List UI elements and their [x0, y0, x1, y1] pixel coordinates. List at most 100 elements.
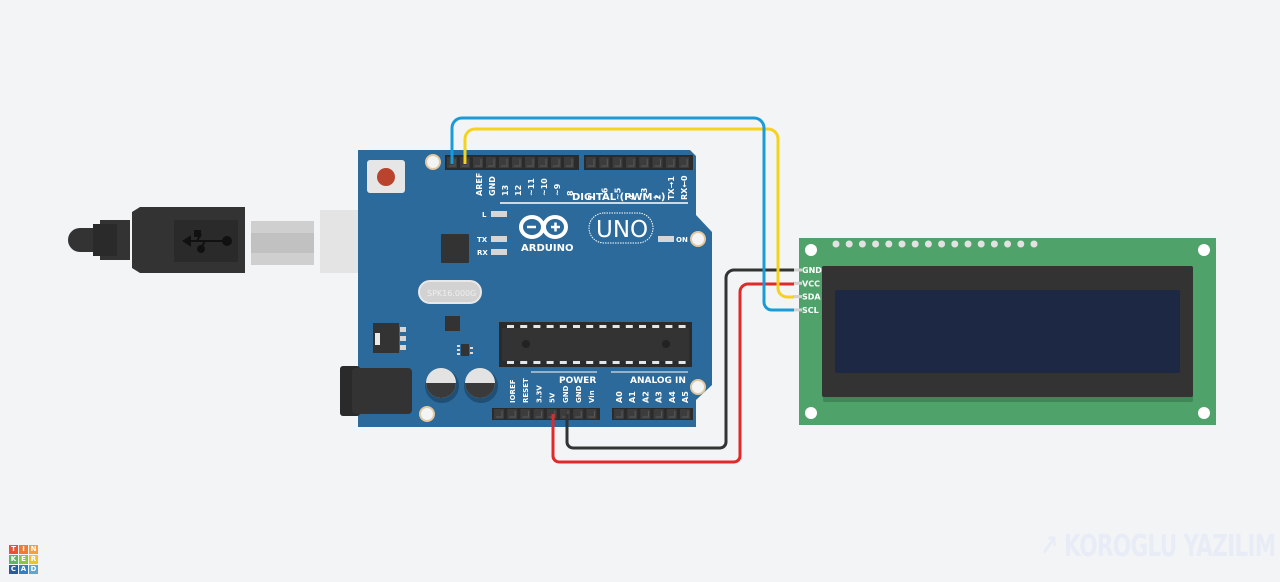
capacitor — [464, 368, 498, 403]
header-socket[interactable] — [666, 409, 677, 419]
header-socket[interactable] — [520, 409, 531, 419]
atmega328-chip — [499, 322, 692, 367]
lcd-pad — [964, 240, 972, 248]
logo-letter: N — [29, 545, 38, 554]
lcd-pin[interactable] — [793, 295, 802, 299]
pin-label: A3 — [655, 391, 664, 403]
header-socket[interactable] — [564, 157, 574, 168]
arduino-brand-text: ARDUINO — [521, 243, 573, 254]
mounting-hole — [690, 379, 706, 395]
mounting-hole — [1198, 244, 1210, 256]
lcd-pad — [924, 240, 932, 248]
lcd-pad — [1030, 240, 1038, 248]
header-socket[interactable] — [586, 157, 596, 168]
usb-cable[interactable] — [68, 207, 408, 273]
pin-label: A0 — [615, 391, 624, 403]
small-chip — [445, 316, 460, 331]
header-socket[interactable] — [614, 409, 624, 419]
header-socket[interactable] — [512, 157, 522, 168]
lcd-pad — [872, 240, 880, 248]
lcd-pad — [832, 240, 840, 248]
lcd-pad — [898, 240, 906, 248]
capacitor — [425, 368, 459, 403]
led-l — [491, 211, 507, 217]
header-socket[interactable] — [639, 157, 650, 168]
logo-letter: A — [19, 565, 28, 574]
mounting-hole — [805, 407, 817, 419]
wire-scl[interactable] — [450, 116, 794, 312]
header-socket[interactable] — [551, 157, 561, 168]
pin-label: 5V — [549, 392, 557, 403]
crystal-label: SPK16.000G — [427, 289, 476, 298]
pin-label: IOREF — [509, 379, 517, 403]
logo-letter: T — [9, 545, 18, 554]
logo-letter: I — [19, 545, 28, 554]
lcd-pin[interactable] — [793, 281, 802, 285]
header-socket[interactable] — [538, 157, 548, 168]
header-socket[interactable] — [680, 409, 690, 419]
lcd-pin[interactable] — [793, 308, 802, 312]
header-socket[interactable] — [665, 157, 676, 168]
arduino-infinity-logo — [519, 215, 568, 239]
pin-label: ~6 — [600, 187, 609, 200]
header-socket[interactable] — [612, 157, 623, 168]
header-socket[interactable] — [679, 157, 690, 168]
header-socket[interactable] — [525, 157, 535, 168]
lcd-pin-label: SCL — [802, 306, 819, 315]
header-socket[interactable] — [573, 409, 584, 419]
wire-sda[interactable] — [463, 127, 794, 299]
lcd-screen — [835, 290, 1180, 373]
lcd-pin-label: SDA — [802, 293, 821, 302]
header-socket[interactable] — [533, 409, 544, 419]
reset-button[interactable] — [367, 160, 405, 193]
wire-gnd[interactable] — [565, 268, 794, 450]
logo-letter: C — [9, 565, 18, 574]
header-socket[interactable] — [627, 409, 638, 419]
watermark-text: ↗ KOROGLU YAZILIM — [1040, 529, 1276, 564]
usb-icon — [182, 230, 232, 253]
lcd-pad — [990, 240, 998, 248]
pin-label: 7 — [587, 194, 596, 200]
pin-label: A2 — [641, 391, 650, 403]
power-label: POWER — [559, 376, 596, 386]
header-socket[interactable] — [640, 409, 651, 419]
header-socket[interactable] — [599, 157, 610, 168]
header-socket[interactable] — [507, 409, 518, 419]
small-transistor — [457, 344, 473, 356]
header-socket[interactable] — [473, 157, 483, 168]
header-socket[interactable] — [499, 157, 509, 168]
lcd-pad — [938, 240, 946, 248]
dc-power-jack[interactable] — [340, 366, 412, 416]
led-on-label: ON — [676, 236, 688, 244]
pin-label: 2 — [654, 194, 663, 200]
header-socket[interactable] — [653, 409, 664, 419]
digital-header-right[interactable] — [584, 155, 693, 170]
pin-label: Vin — [588, 390, 596, 403]
mounting-hole — [1198, 407, 1210, 419]
mounting-hole — [690, 231, 706, 247]
header-socket[interactable] — [494, 409, 504, 419]
header-socket[interactable] — [652, 157, 663, 168]
led-l-label: L — [482, 211, 487, 219]
lcd-pad — [845, 240, 853, 248]
pin-label: 12 — [514, 185, 523, 196]
uno-badge — [588, 212, 654, 244]
pin-label: GND — [562, 385, 570, 403]
header-socket[interactable] — [486, 157, 496, 168]
header-socket[interactable] — [586, 409, 597, 419]
header-socket[interactable] — [625, 157, 636, 168]
lcd-pin-label: GND — [802, 266, 822, 275]
logo-letter: E — [19, 555, 28, 564]
led-rx — [491, 249, 507, 255]
pin-label: A1 — [628, 391, 637, 403]
lcd-pin[interactable] — [793, 268, 802, 272]
pin-label: RESET — [522, 378, 530, 403]
power-header[interactable] — [492, 408, 600, 420]
wire-vcc[interactable] — [551, 282, 794, 464]
pin-label: A5 — [681, 391, 690, 403]
lcd-pad — [858, 240, 866, 248]
